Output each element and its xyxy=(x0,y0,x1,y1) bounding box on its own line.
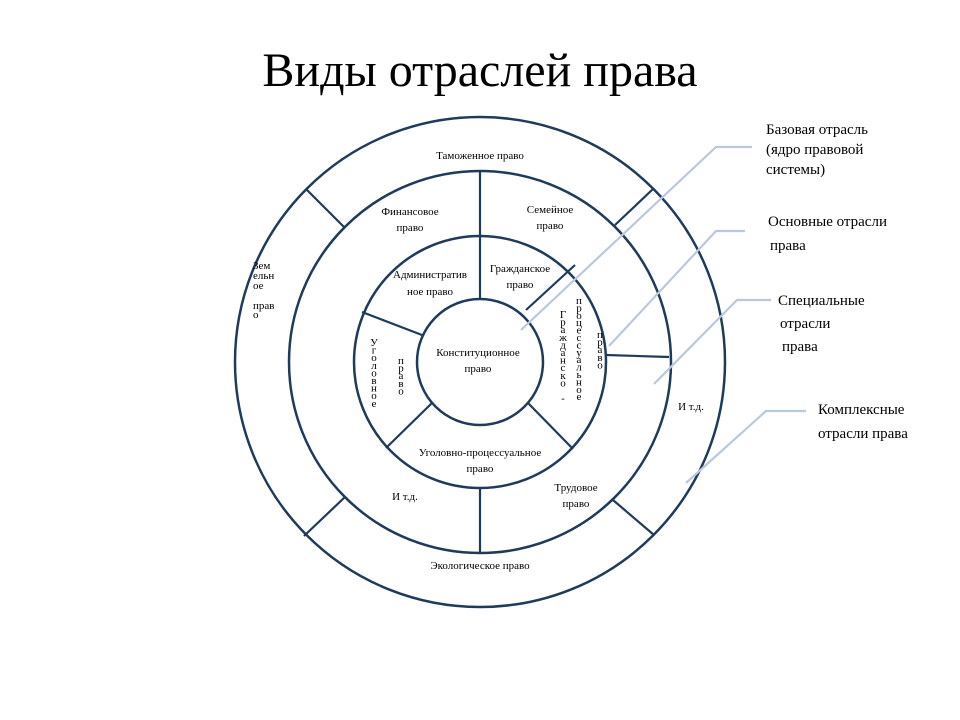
label-labor-1: Трудовое xyxy=(554,482,597,494)
divider-inner-lower-right xyxy=(527,402,574,450)
label-labor-2: право xyxy=(563,498,590,510)
label-administrative-2: ное право xyxy=(407,286,454,298)
divider-outer-lower-left xyxy=(303,496,346,537)
legend-complex-2: отрасли права xyxy=(818,426,908,442)
label-constitutional-2: право xyxy=(465,363,492,375)
divider-outer-lower-right xyxy=(612,499,655,536)
label-financial-1: Финансовое xyxy=(381,206,438,218)
pointer-main xyxy=(608,229,745,347)
ring-middle xyxy=(287,169,673,555)
label-land-2: ельн xyxy=(253,270,274,282)
label-ecological: Экологическое право xyxy=(430,560,530,572)
legend-special-1: Специальные xyxy=(778,293,865,309)
label-financial-2: право xyxy=(397,222,424,234)
slide-title: Виды отраслей права xyxy=(262,44,697,97)
label-land-3: ое xyxy=(253,280,264,292)
legend-base-2: (ядро правовой xyxy=(766,142,863,158)
divider-inner-left xyxy=(361,310,423,337)
legend-special-2: отрасли xyxy=(780,316,830,332)
label-etc-outer: И т.д. xyxy=(678,401,704,413)
divider-outer-upper-right xyxy=(614,188,654,226)
divider-outer-upper-left xyxy=(305,188,346,229)
pointer-base xyxy=(520,145,752,331)
label-administrative-1: Административ xyxy=(393,269,467,281)
legend-special-3: права xyxy=(782,339,818,355)
legend-base-3: системы) xyxy=(766,162,825,178)
pointer-special xyxy=(653,298,771,385)
label-land-5: прав xyxy=(253,300,274,312)
label-etc-middle: И т.д. xyxy=(392,491,418,503)
label-criminal-procedure-2: право xyxy=(467,463,494,475)
label-family-1: Семейное xyxy=(527,204,574,216)
label-land-6: о xyxy=(253,309,259,321)
ring-core xyxy=(415,297,545,427)
legend-main-1: Основные отрасли xyxy=(768,214,887,230)
label-family-2: право xyxy=(537,220,564,232)
label-constitutional-1: Конституционное xyxy=(436,347,520,359)
divider-middle-right xyxy=(605,353,670,359)
divider-inner-upper-right xyxy=(525,264,576,311)
legend-complex-1: Комплексные xyxy=(818,402,905,418)
divider-inner-lower-left xyxy=(385,402,433,449)
legend-main-2: права xyxy=(770,238,806,254)
pointer-complex xyxy=(685,409,806,484)
ring-outer xyxy=(233,115,727,609)
label-civil-1: Гражданское xyxy=(490,263,550,275)
label-land-1: Зем xyxy=(253,260,270,272)
legend-base-1: Базовая отрасль xyxy=(766,122,868,138)
label-civil-2: право xyxy=(507,279,534,291)
label-customs: Таможенное право xyxy=(436,150,524,162)
label-criminal-procedure-1: Уголовно-процессуальное xyxy=(419,447,542,459)
